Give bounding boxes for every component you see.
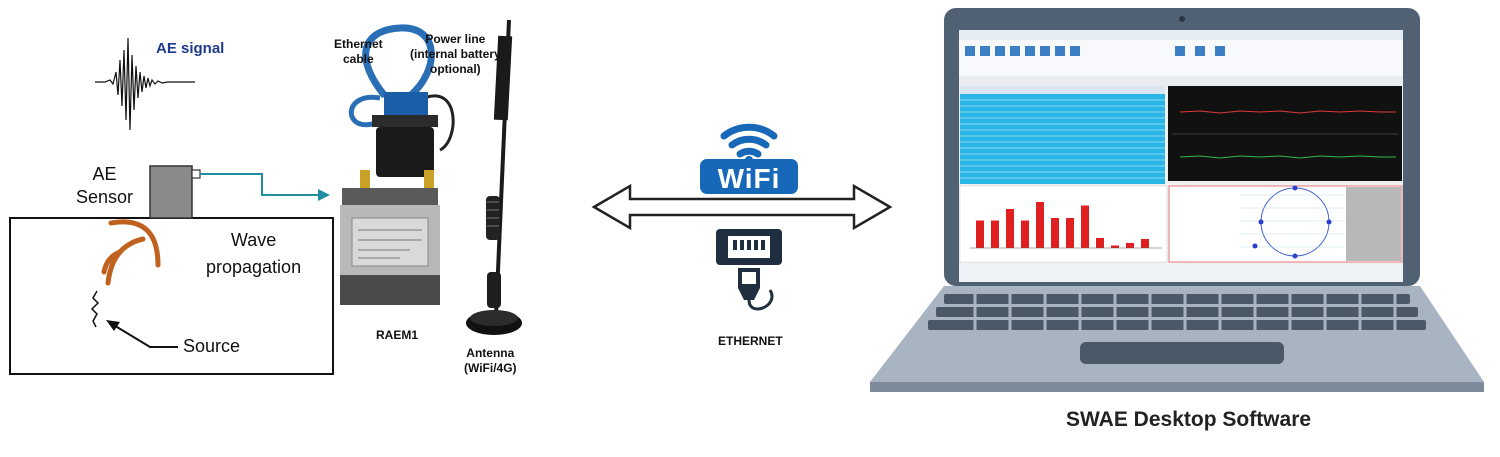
wave-label-line1: Wave bbox=[230, 230, 277, 250]
wifi-badge-text: WiFi bbox=[717, 163, 781, 194]
software-bar bbox=[1051, 218, 1059, 248]
software-bar bbox=[1126, 243, 1134, 248]
software-bar bbox=[1111, 245, 1119, 248]
power-line-line2: (internal battery bbox=[410, 47, 501, 61]
software-bar bbox=[1021, 220, 1029, 248]
ae-signal-label: AE signal bbox=[156, 40, 225, 57]
wave-label-line2: propagation bbox=[206, 257, 302, 277]
ethernet-cable-line1: Ethernet bbox=[334, 37, 383, 51]
ethernet-label: ETHERNET bbox=[718, 334, 783, 348]
wave-propagation-label: Wave propagation bbox=[206, 227, 301, 281]
ae-sensor-label: AE Sensor bbox=[76, 163, 133, 209]
device-name-label: RAEM1 bbox=[376, 328, 419, 342]
software-bar bbox=[1036, 202, 1044, 248]
source-crack-icon bbox=[90, 290, 100, 328]
source-label: Source bbox=[183, 336, 241, 356]
power-line-label: Power line (internal battery optional) bbox=[410, 32, 501, 77]
ae-sensor-label-line2: Sensor bbox=[76, 187, 134, 207]
sensor-cable-arrow bbox=[318, 189, 330, 201]
source-pointer-arrow bbox=[106, 320, 120, 331]
ae-sensor-icon bbox=[149, 165, 201, 219]
software-bar bbox=[1096, 238, 1104, 248]
ethernet-cable-line2: cable bbox=[343, 52, 374, 66]
software-bar bbox=[1066, 218, 1074, 248]
software-bar bbox=[1006, 209, 1014, 248]
wave-propagation-icon bbox=[101, 219, 161, 286]
wifi-icon bbox=[700, 123, 798, 194]
antenna-label: Antenna (WiFi/4G) bbox=[464, 346, 517, 376]
raem1-device bbox=[340, 24, 455, 305]
ae-signal-waveform bbox=[95, 37, 195, 131]
sensor-cable bbox=[200, 173, 320, 196]
ethernet-icon bbox=[716, 229, 782, 311]
ae-sensor-label-line1: AE bbox=[92, 164, 117, 184]
antenna-label-line2: (WiFi/4G) bbox=[464, 361, 517, 375]
double-arrow-icon bbox=[591, 183, 893, 231]
power-line-line1: Power line bbox=[425, 32, 486, 46]
ethernet-cable-label: Ethernet cable bbox=[334, 37, 383, 67]
source-pointer bbox=[111, 323, 178, 348]
power-line-line3: optional) bbox=[430, 62, 481, 76]
software-bar bbox=[976, 220, 984, 248]
software-bar bbox=[1081, 205, 1089, 248]
laptop-icon bbox=[870, 8, 1484, 392]
antenna-label-line1: Antenna bbox=[466, 346, 515, 360]
software-bar-chart bbox=[970, 202, 1162, 249]
software-bar bbox=[991, 220, 999, 248]
software-bar bbox=[1141, 239, 1149, 248]
software-title: SWAE Desktop Software bbox=[1066, 408, 1312, 431]
antenna-icon bbox=[466, 19, 522, 335]
